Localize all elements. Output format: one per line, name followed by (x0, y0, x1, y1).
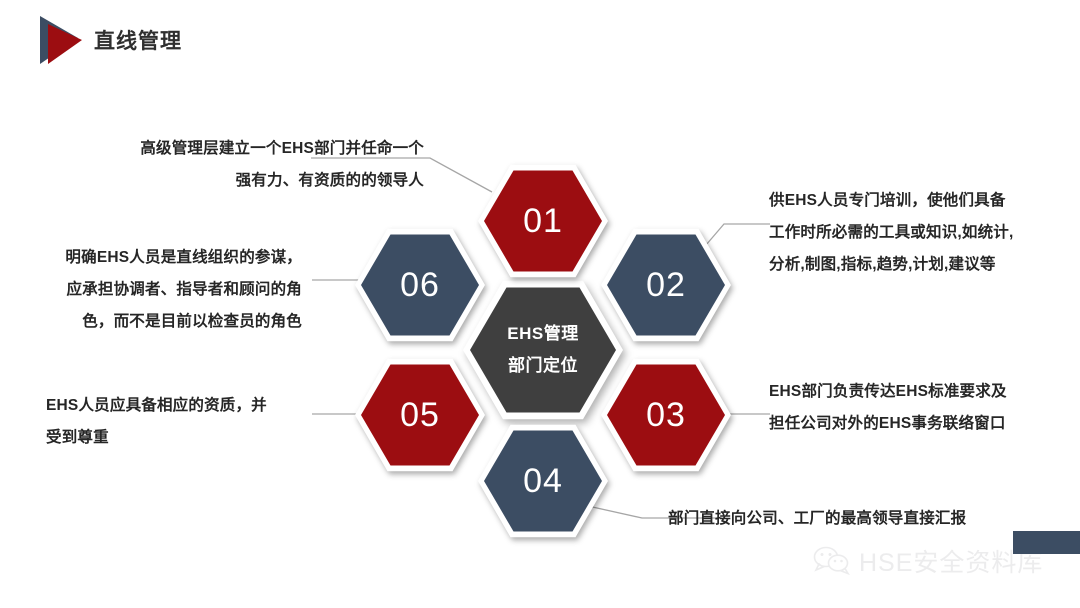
slide-header: 直线管理 (0, 0, 1080, 86)
caption-06-line3: 色，而不是目前以检查员的角色 (82, 312, 302, 330)
hexagon-01-number: 01 (523, 202, 563, 240)
caption-02-line2: 工作时所必需的工具或知识,如统计, (769, 223, 1014, 241)
watermark: HSE安全资料库 (812, 543, 1043, 579)
hexagon-02-number: 02 (646, 266, 686, 304)
caption-03-line2: 担任公司对外的EHS事务联络窗口 (769, 414, 1006, 432)
caption-02-line1: 供EHS人员专门培训，使他们具备 (769, 192, 1006, 209)
hexagon-node-01[interactable]: 01 (478, 163, 608, 279)
caption-05: EHS人员应具备相应的资质，并 受到尊重 (46, 390, 314, 454)
double-triangle-play-icon (38, 14, 84, 66)
hexagon-04-number: 04 (523, 462, 563, 500)
center-label-line1: EHS管理 (507, 323, 579, 343)
caption-01: 高级管理层建立一个EHS部门并任命一个 强有力、有资质的的领导人 (60, 133, 424, 197)
caption-03: EHS部门负责传达EHS标准要求及 担任公司对外的EHS事务联络窗口 (769, 376, 1075, 440)
caption-06: 明确EHS人员是直线组织的参谋， 应承担协调者、指导者和顾问的角 色，而不是目前… (10, 242, 302, 337)
caption-01-line1: 高级管理层建立一个EHS部门并任命一个 (140, 140, 424, 157)
caption-04-line1: 部门直接向公司、工厂的最高领导直接汇报 (668, 510, 967, 527)
caption-06-line1: 明确EHS人员是直线组织的参谋， (65, 249, 302, 266)
center-hexagon[interactable]: EHS管理 部门定位 (463, 279, 623, 421)
hexagon-node-04[interactable]: 04 (478, 423, 608, 539)
hexagon-03-face: 03 (607, 364, 725, 466)
caption-02: 供EHS人员专门培训，使他们具备 工作时所必需的工具或知识,如统计, 分析,制图… (769, 185, 1075, 280)
caption-01-line2: 强有力、有资质的的领导人 (235, 171, 424, 189)
hexagon-02-face: 02 (607, 234, 725, 336)
caption-04: 部门直接向公司、工厂的最高领导直接汇报 (668, 503, 1068, 535)
wechat-bubbles-icon (812, 546, 852, 576)
caption-02-line3: 分析,制图,指标,趋势,计划,建议等 (769, 255, 996, 273)
corner-accent-bar (1013, 531, 1080, 554)
hexagon-06-number: 06 (400, 266, 440, 304)
hexagon-node-06[interactable]: 06 (355, 227, 485, 343)
hexagon-03-number: 03 (646, 396, 686, 434)
caption-05-line2: 受到尊重 (46, 428, 109, 446)
hexagon-05-number: 05 (400, 396, 440, 434)
hexagon-node-02[interactable]: 02 (601, 227, 731, 343)
hexagon-node-05[interactable]: 05 (355, 357, 485, 473)
watermark-text: HSE安全资料库 (859, 549, 1044, 577)
caption-05-line1: EHS人员应具备相应的资质，并 (46, 397, 267, 414)
page-title: 直线管理 (94, 30, 182, 53)
center-label-line2: 部门定位 (508, 356, 578, 375)
caption-03-line1: EHS部门负责传达EHS标准要求及 (769, 383, 1007, 400)
hexagon-node-03[interactable]: 03 (601, 357, 731, 473)
caption-06-line2: 应承担协调者、指导者和顾问的角 (66, 280, 302, 298)
